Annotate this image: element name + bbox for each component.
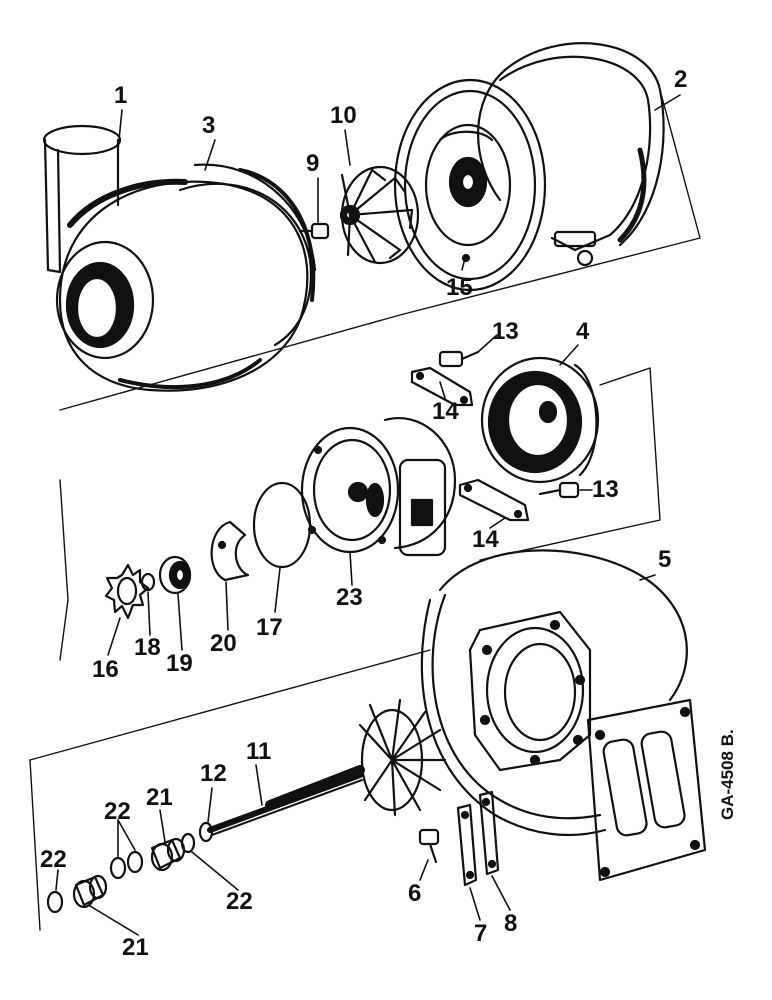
bolt-part-6 [418,828,440,864]
ring-pair-part-22-middle [109,850,144,880]
callout-21-lower: 21 [122,934,149,961]
reference-code: GA-4508 B. [718,729,737,820]
lock-plate-part-14-upper [410,366,474,407]
callout-12: 12 [200,760,227,787]
callout-14-upper: 14 [432,398,459,425]
bearing-part-21-upper [150,837,186,872]
compressor-wheel-part-10 [339,165,420,265]
turbine-wheel-shaft-part-11 [207,698,447,836]
callout-20: 20 [210,630,237,657]
lock-plate-part-14-lower [458,478,530,522]
callout-13-upper: 13 [492,318,519,345]
turbine-housing-part-5 [420,549,707,882]
thrust-collar-part-19 [158,555,192,595]
lock-plate-part-8 [478,790,500,876]
bolt-part-13-lower [538,481,580,499]
callout-22-left: 22 [40,846,67,873]
callout-2: 2 [674,66,688,93]
callout-4: 4 [576,318,590,345]
callout-15: 15 [446,274,473,301]
bearing-part-21-lower [72,874,108,909]
callout-3: 3 [202,112,216,139]
callout-1: 1 [114,82,128,109]
thrust-plate-part-20 [210,520,250,582]
compressor-housing-part-1 [42,124,317,392]
callout-18: 18 [134,634,161,661]
callout-16: 16 [92,656,119,683]
callout-19: 19 [166,650,193,677]
nut-part-9 [298,222,330,240]
leader-lines [55,94,681,936]
callout-17: 17 [256,614,283,641]
callout-11: 11 [246,738,272,765]
lock-washer-part-16 [104,563,150,620]
group-outline-middle [59,367,661,661]
callout-22-middle: 22 [104,798,131,825]
callout-21-upper: 21 [146,784,173,811]
callout-10: 10 [330,102,357,129]
callout-5: 5 [658,546,672,573]
callout-7: 7 [474,920,488,947]
backplate-part-15 [393,78,547,292]
vband-clamp-part-2 [477,42,665,267]
center-housing-part-23 [300,417,457,557]
heat-shield-part-4 [480,356,600,484]
callout-9: 9 [306,150,320,177]
ring-part-12 [198,821,214,843]
ring-part-18 [140,572,156,592]
callout-14-lower: 14 [472,526,499,553]
group-outline-top [59,89,701,411]
callout-8: 8 [504,910,518,937]
callout-22-right: 22 [226,888,253,915]
callout-13-lower: 13 [592,476,619,503]
lock-plate-part-7 [456,803,478,887]
ring-part-22-left [46,890,64,914]
group-outline-bottom [29,649,431,931]
o-ring-part-17 [252,481,312,569]
callout-6: 6 [408,880,422,907]
bolt-part-13-upper [438,350,480,368]
callout-23: 23 [336,584,363,611]
